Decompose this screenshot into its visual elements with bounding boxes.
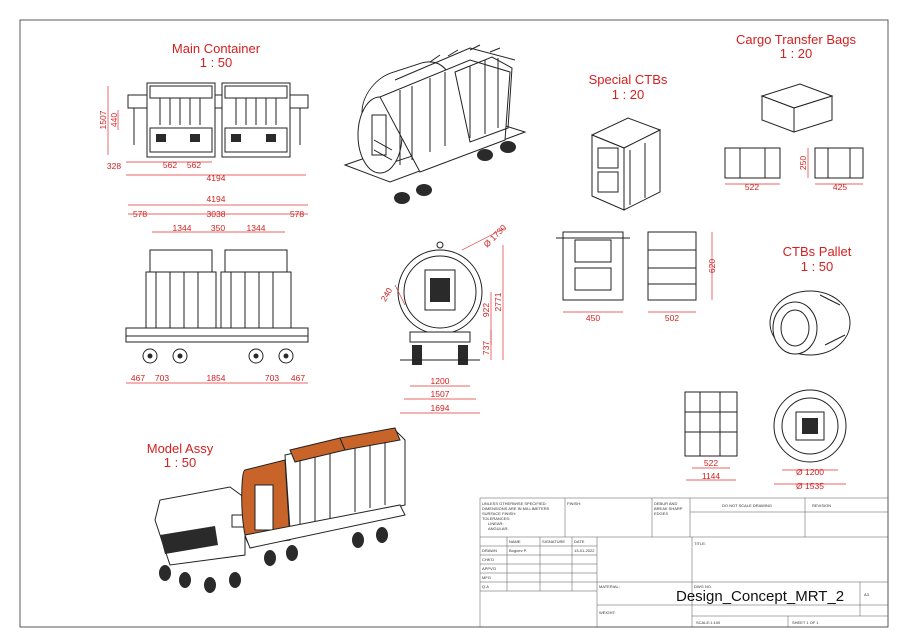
tb-note-2: SURFACE FINISH: bbox=[482, 511, 516, 516]
tb-deburr-2: EDGES bbox=[654, 511, 668, 516]
model-assy: Model Assy 1 : 50 bbox=[147, 427, 406, 593]
dim-front-922: 922 bbox=[481, 303, 491, 317]
tb-note-4: LINEAR: bbox=[488, 521, 504, 526]
tb-title-label: TITLE: bbox=[694, 541, 706, 546]
tb-dwg-no: DWG NO. bbox=[694, 584, 712, 589]
dim-ctb-620: 620 bbox=[707, 259, 717, 273]
dim-side-4194: 4194 bbox=[207, 194, 226, 204]
tb-note-5: ANGULAR: bbox=[488, 526, 508, 531]
tb-deburr-1: BREAK SHARP bbox=[654, 506, 683, 511]
tb-row-drawn: DRAWN bbox=[482, 548, 497, 553]
dim-side-467b: 467 bbox=[291, 373, 305, 383]
dim-side-1344b: 1344 bbox=[247, 223, 266, 233]
dim-front-1200: 1200 bbox=[431, 376, 450, 386]
special-ctbs-scale: 1 : 20 bbox=[612, 87, 645, 102]
dim-side-1344a: 1344 bbox=[173, 223, 192, 233]
dim-top-562b: 562 bbox=[187, 160, 201, 170]
tb-note-3: TOLERANCES: bbox=[482, 516, 510, 521]
tb-note-1: DIMENSIONS ARE IN MILLIMETERS bbox=[482, 506, 550, 511]
model-assy-scale: 1 : 50 bbox=[164, 455, 197, 470]
main-container-title: Main Container bbox=[172, 41, 261, 56]
tb-revision: REVISION bbox=[812, 503, 831, 508]
dim-front-1694: 1694 bbox=[431, 403, 450, 413]
dim-side-703a: 703 bbox=[155, 373, 169, 383]
cargo-bags-scale: 1 : 20 bbox=[780, 46, 813, 61]
dim-pallet-d1535: Ø 1535 bbox=[796, 481, 824, 491]
dim-top-328: 328 bbox=[107, 161, 121, 171]
special-ctbs-title: Special CTBs bbox=[589, 72, 668, 87]
dim-pallet-522: 522 bbox=[704, 458, 718, 468]
dim-ctb-502: 502 bbox=[665, 313, 679, 323]
tb-row-appvd: APPV'D bbox=[482, 566, 496, 571]
tb-note-0: UNLESS OTHERWISE SPECIFIED: bbox=[482, 501, 547, 506]
tb-weight: WEIGHT: bbox=[599, 610, 616, 615]
dim-side-350: 350 bbox=[211, 223, 225, 233]
dim-bag-250: 250 bbox=[798, 156, 808, 170]
dim-top-440: 440 bbox=[109, 113, 119, 127]
tb-drawing-name: Design_Concept_MRT_2 bbox=[676, 588, 844, 605]
dim-bag-425: 425 bbox=[833, 182, 847, 192]
dim-front-dia1730: Ø 1730 bbox=[481, 222, 508, 249]
tb-scale: SCALE:1:100 bbox=[696, 620, 721, 625]
dim-top-4194: 4194 bbox=[207, 173, 226, 183]
special-ctbs: Special CTBs 1 : 20 450 502 620 bbox=[556, 72, 717, 323]
tb-finish: FINISH: bbox=[567, 501, 581, 506]
sheet-border bbox=[19, 19, 889, 628]
main-container-top-view: Main Container 1 : 50 1507 440 328 bbox=[98, 41, 309, 183]
tb-hdr-name: NAME bbox=[509, 539, 521, 544]
tb-row-qa: Q.A bbox=[482, 584, 489, 589]
dim-side-467a: 467 bbox=[131, 373, 145, 383]
dim-pallet-1144: 1144 bbox=[702, 471, 721, 481]
dim-front-1507: 1507 bbox=[431, 389, 450, 399]
main-container-front-view: Ø 1730 240 922 2771 737 1200 1507 1694 bbox=[379, 222, 508, 414]
model-assy-title: Model Assy bbox=[147, 441, 214, 456]
main-container-scale: 1 : 50 bbox=[200, 55, 233, 70]
dim-side-1854: 1854 bbox=[207, 373, 226, 383]
cargo-bags-title: Cargo Transfer Bags bbox=[736, 32, 856, 47]
tb-sheet-size: A3 bbox=[864, 592, 870, 597]
ctbs-pallet-title: CTBs Pallet bbox=[783, 244, 852, 259]
ctbs-pallet-scale: 1 : 50 bbox=[801, 259, 834, 274]
tb-do-not-scale: DO NOT SCALE DRAWING bbox=[722, 503, 772, 508]
tb-deburr-0: DEBUR AND bbox=[654, 501, 677, 506]
tb-row-mfg: MFG bbox=[482, 575, 491, 580]
dim-top-562a: 562 bbox=[163, 160, 177, 170]
dim-side-578b: 578 bbox=[290, 209, 304, 219]
dim-top-1507: 1507 bbox=[98, 110, 108, 129]
dim-side-578a: 578 bbox=[133, 209, 147, 219]
dim-front-2771: 2771 bbox=[493, 292, 503, 311]
ctbs-pallet: CTBs Pallet 1 : 50 522 1144 Ø 1200 Ø 153… bbox=[684, 244, 852, 491]
tb-drawn-date: 13-01-2022 bbox=[574, 548, 595, 553]
main-container-side-view: 4194 578 3038 578 1344 350 1344 467 703 … bbox=[125, 194, 309, 384]
title-block: UNLESS OTHERWISE SPECIFIED: DIMENSIONS A… bbox=[479, 497, 889, 628]
cargo-transfer-bags: Cargo Transfer Bags 1 : 20 522 250 425 bbox=[724, 32, 864, 192]
dim-pallet-d1200: Ø 1200 bbox=[796, 467, 824, 477]
dim-front-737: 737 bbox=[481, 341, 491, 355]
dim-side-3038: 3038 bbox=[207, 209, 226, 219]
dim-side-703b: 703 bbox=[265, 373, 279, 383]
tb-row-chkd: CHK'D bbox=[482, 557, 494, 562]
tb-material: MATERIAL: bbox=[599, 584, 620, 589]
dim-ctb-450: 450 bbox=[586, 313, 600, 323]
tb-hdr-date: DATE bbox=[574, 539, 585, 544]
dim-front-240: 240 bbox=[379, 286, 395, 304]
tb-drawn-name: Bogoev P. bbox=[509, 548, 527, 553]
dim-bag-522: 522 bbox=[745, 182, 759, 192]
tb-sheet: SHEET 1 OF 1 bbox=[792, 620, 819, 625]
main-container-isometric bbox=[343, 44, 527, 204]
tb-hdr-signature: SIGNATURE bbox=[542, 539, 565, 544]
